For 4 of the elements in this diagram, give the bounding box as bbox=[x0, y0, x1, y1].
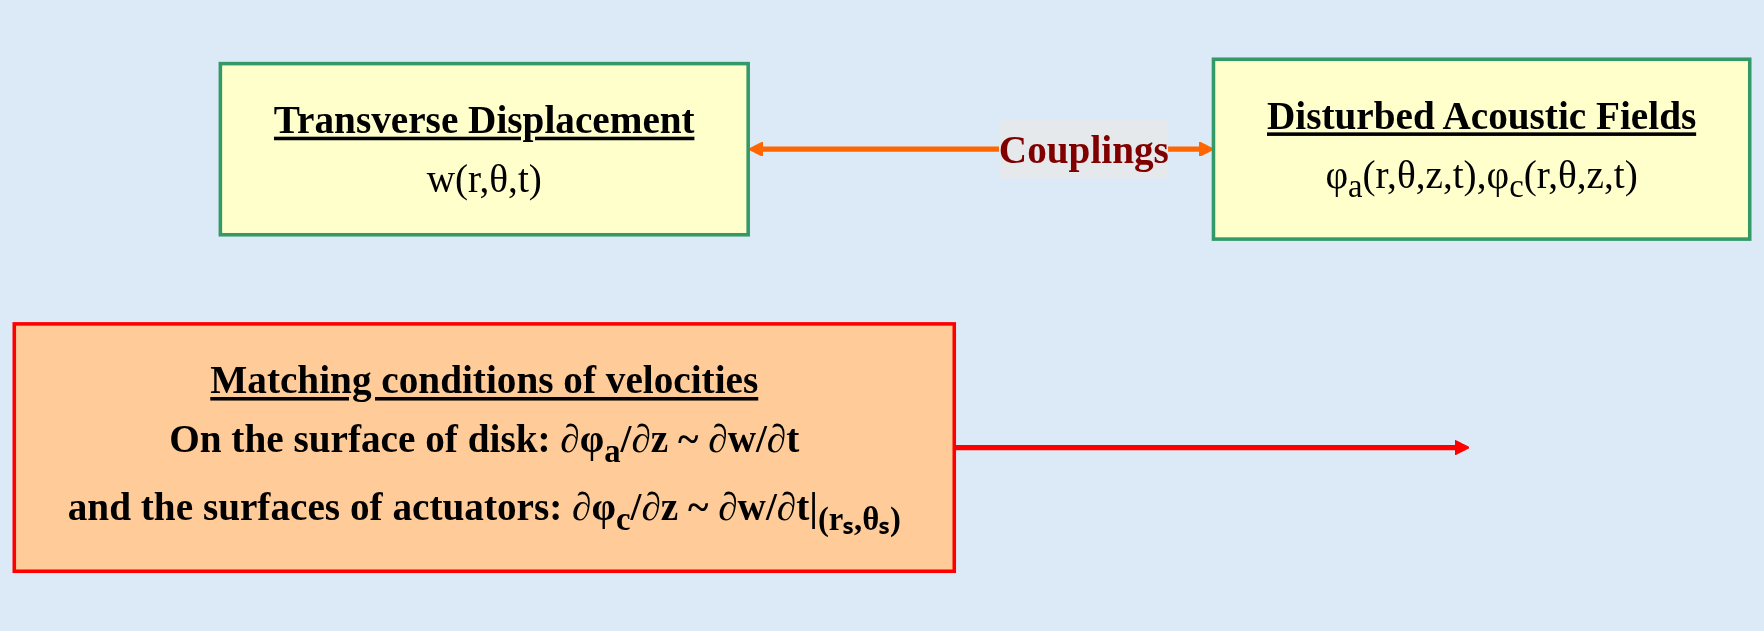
node-box: Transverse Displacement w(r,θ,t) bbox=[218, 62, 750, 237]
node-box: Matching conditions of velocities On the surface of disk: ∂φ$_{a}$/∂z ~ ∂w/∂t and the surfaces of actuators: ∂φ$_{c}$/∂z ~ ∂w/∂t|$_{(rₛ,θₛ)}$ bbox=[12, 322, 957, 574]
edge-label: Couplings bbox=[998, 127, 1169, 172]
node-box: Disturbed Acoustic Fields φ$_{a}$(r,θ,z,t),φ$_{c}$(r,θ,z,t) bbox=[1211, 57, 1752, 242]
